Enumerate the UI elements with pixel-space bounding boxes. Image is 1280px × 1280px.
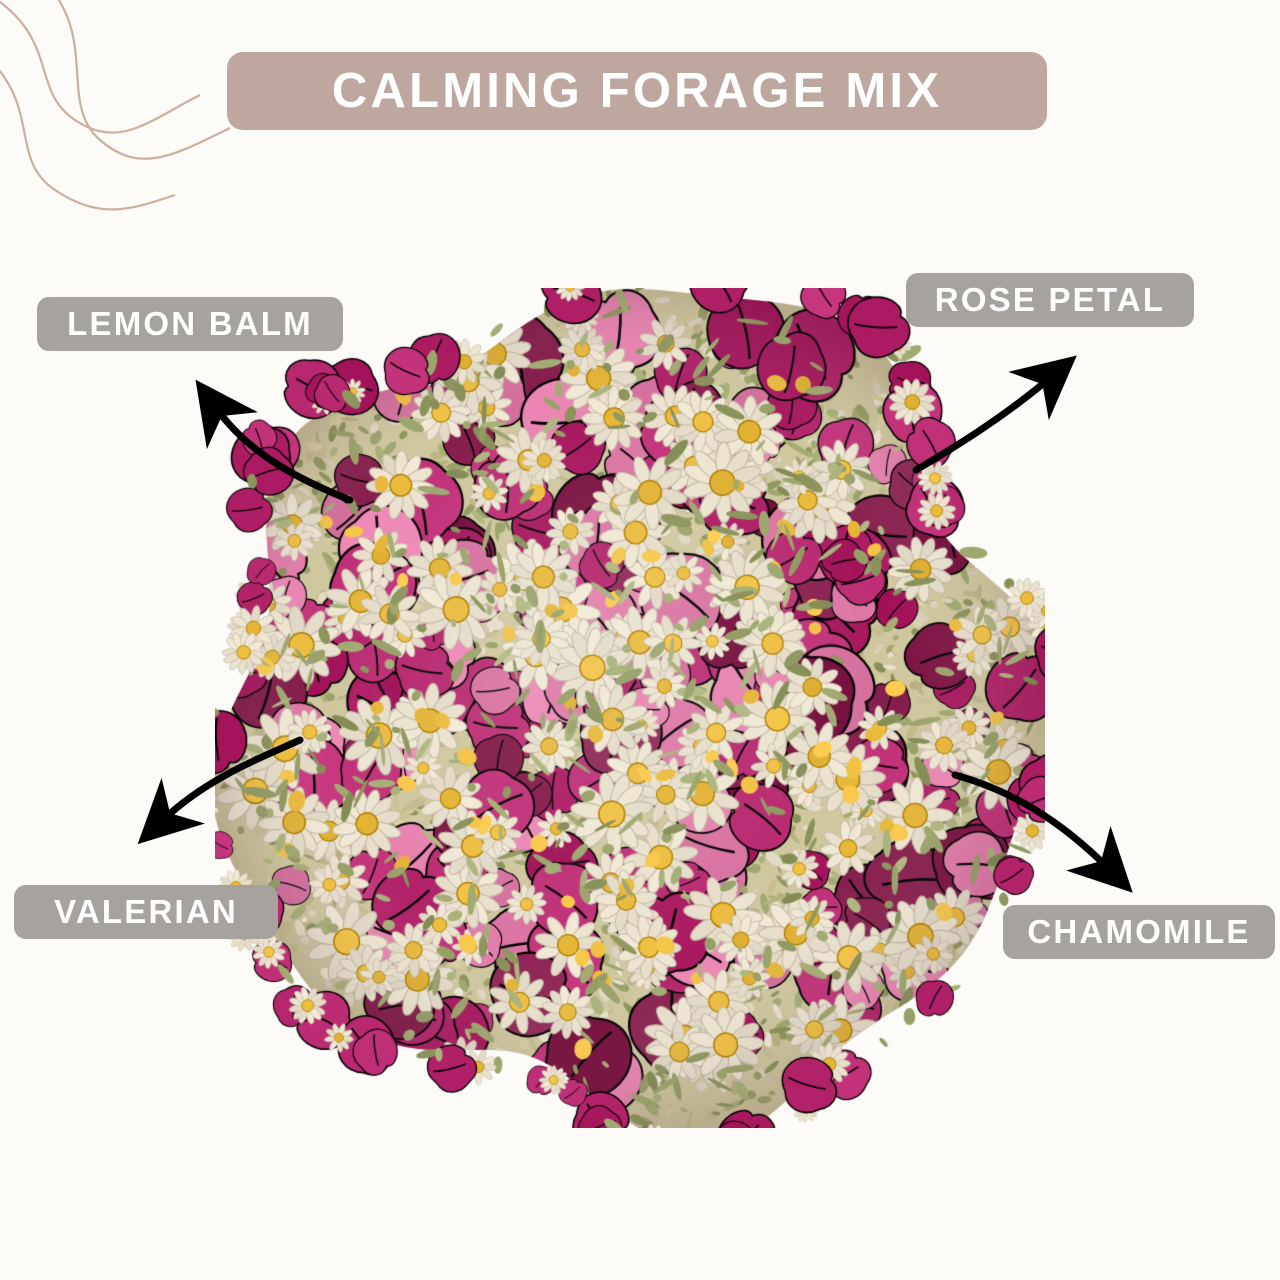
label-rose-petal-text: ROSE PETAL bbox=[934, 281, 1166, 318]
label-lemon-balm: LEMON BALM bbox=[37, 297, 343, 351]
label-lemon-balm-text: LEMON BALM bbox=[67, 305, 313, 342]
page-title-text: CALMING FORAGE MIX bbox=[331, 64, 943, 118]
label-chamomile-text: CHAMOMILE bbox=[1027, 913, 1251, 950]
label-chamomile: CHAMOMILE bbox=[1003, 905, 1275, 959]
product-image bbox=[215, 288, 1045, 1128]
forage-mix-pile bbox=[215, 288, 1045, 1128]
page-title: CALMING FORAGE MIX bbox=[227, 52, 1047, 130]
label-valerian-text: VALERIAN bbox=[54, 893, 238, 930]
label-valerian: VALERIAN bbox=[14, 885, 278, 939]
label-rose-petal: ROSE PETAL bbox=[906, 273, 1194, 327]
